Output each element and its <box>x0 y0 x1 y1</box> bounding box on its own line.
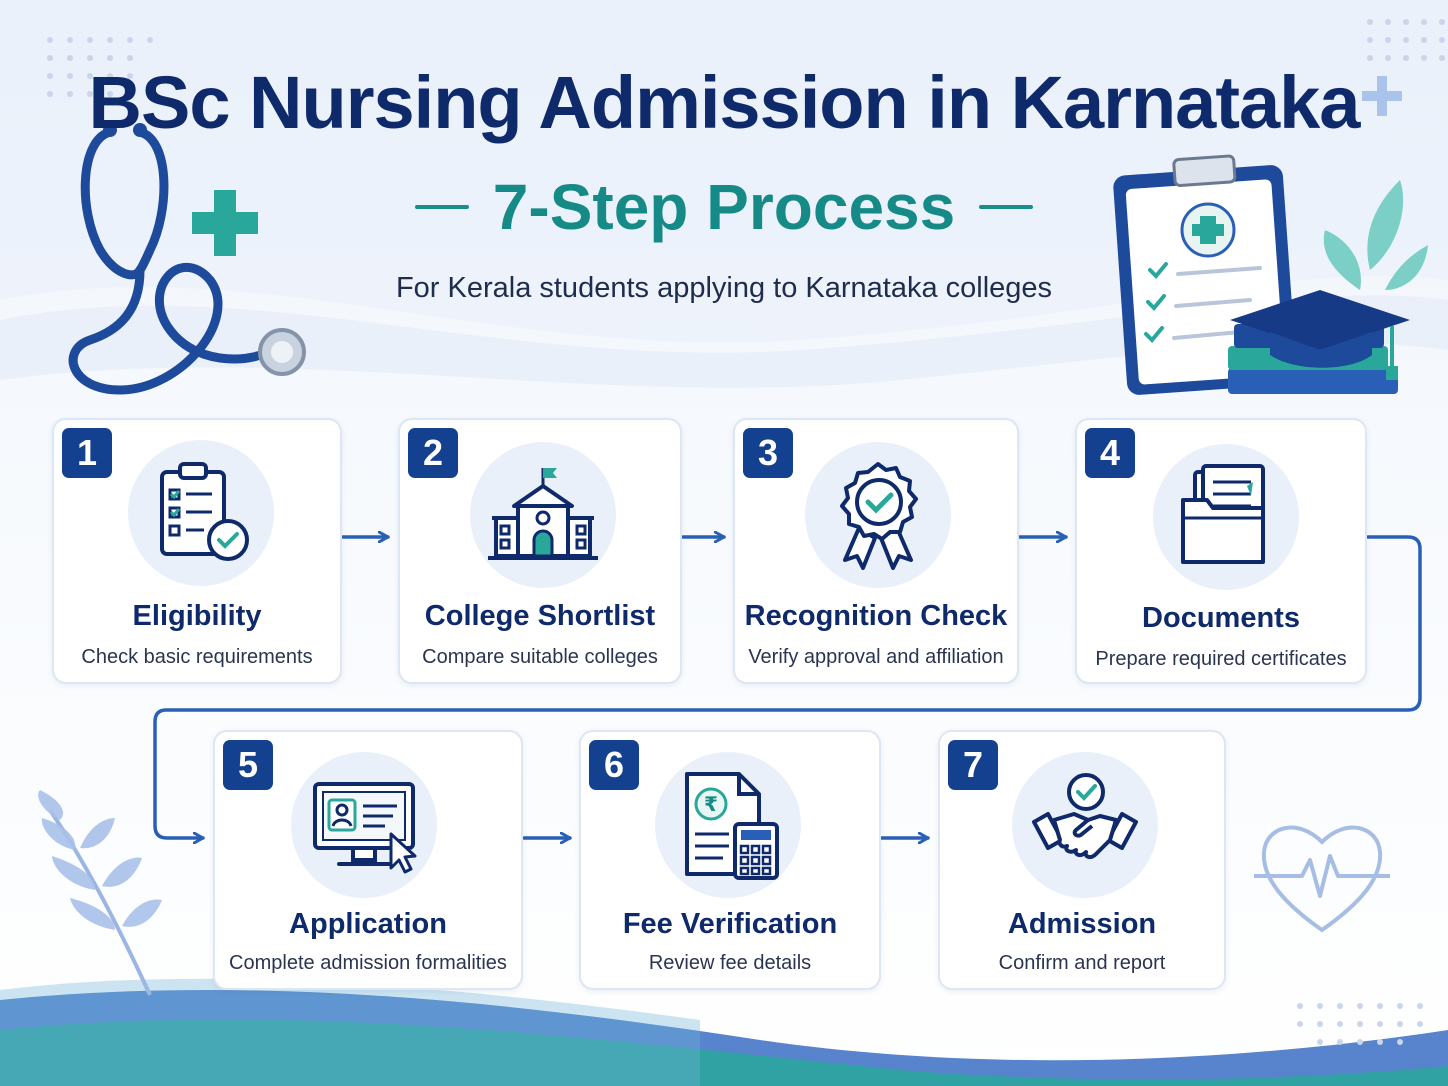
step-card-fee-verification: 6 ₹ Fee Verification Review fee details <box>579 730 881 990</box>
college-building-icon <box>488 468 598 560</box>
heartbeat-icon <box>1254 825 1390 933</box>
step-number-badge: 2 <box>408 428 458 478</box>
page-tagline: For Kerala students applying to Karnatak… <box>395 272 1053 304</box>
step-description: Check basic requirements <box>81 646 313 668</box>
step-number-badge: 4 <box>1085 428 1135 478</box>
leaf-branch-icon <box>38 790 162 996</box>
document-folder-icon <box>1181 464 1265 564</box>
award-badge-icon <box>840 462 918 570</box>
icon-circle <box>1012 752 1158 898</box>
checklist-clipboard-icon <box>160 462 249 561</box>
step-card-admission: 7 Admission Confirm and report <box>938 730 1226 990</box>
page-title: BSc Nursing Admission in Karnataka <box>88 61 1361 144</box>
svg-text:₹: ₹ <box>704 792 718 816</box>
icon-circle <box>470 442 616 588</box>
icon-circle <box>291 752 437 898</box>
stethoscope-icon <box>68 123 306 395</box>
page-subtitle: 7-Step Process <box>492 171 956 243</box>
step-description: Confirm and report <box>998 952 1166 974</box>
subtitle-dash-left <box>414 205 469 209</box>
step-title: College Shortlist <box>424 600 656 632</box>
step-card-application: 5 Application Complete admission formali… <box>213 730 523 990</box>
step-description: Prepare required certificates <box>1095 648 1347 670</box>
clipboard-graduation-icon <box>1113 154 1428 395</box>
step-title: Documents <box>1142 602 1300 634</box>
step-title: Application <box>289 908 447 940</box>
step-number-badge: 6 <box>589 740 639 790</box>
step-description: Verify approval and affiliation <box>748 646 1004 668</box>
step-number-badge: 7 <box>948 740 998 790</box>
icon-circle <box>128 440 274 586</box>
step-card-eligibility: 1 Eligibility Check basic requirements <box>52 418 342 684</box>
icon-circle <box>805 442 951 588</box>
step-description: Review fee details <box>648 952 812 974</box>
step-number-badge: 5 <box>223 740 273 790</box>
handshake-icon <box>1032 773 1138 860</box>
step-description: Complete admission formalities <box>229 952 507 974</box>
step-title: Eligibility <box>132 600 262 632</box>
step-card-college-shortlist: 2 College Shortlist Compare suitable col… <box>398 418 682 684</box>
subtitle-dash-right <box>979 205 1034 209</box>
step-card-recognition-check: 3 Recognition Check Verify approval and … <box>733 418 1019 684</box>
computer-application-icon <box>313 782 417 874</box>
fee-calculator-icon: ₹ <box>685 772 779 880</box>
step-description: Compare suitable colleges <box>422 646 658 668</box>
step-card-documents: 4 Documents Prepare required certificate… <box>1075 418 1367 684</box>
icon-circle: ₹ <box>655 752 801 898</box>
step-number-badge: 3 <box>743 428 793 478</box>
plus-icon <box>1362 76 1402 116</box>
step-title: Recognition Check <box>744 600 1008 632</box>
step-title: Admission <box>1007 908 1157 940</box>
step-number-badge: 1 <box>62 428 112 478</box>
subtitle-row: 7-Step Process <box>0 170 1448 244</box>
step-title: Fee Verification <box>622 908 838 940</box>
icon-circle <box>1153 444 1299 590</box>
